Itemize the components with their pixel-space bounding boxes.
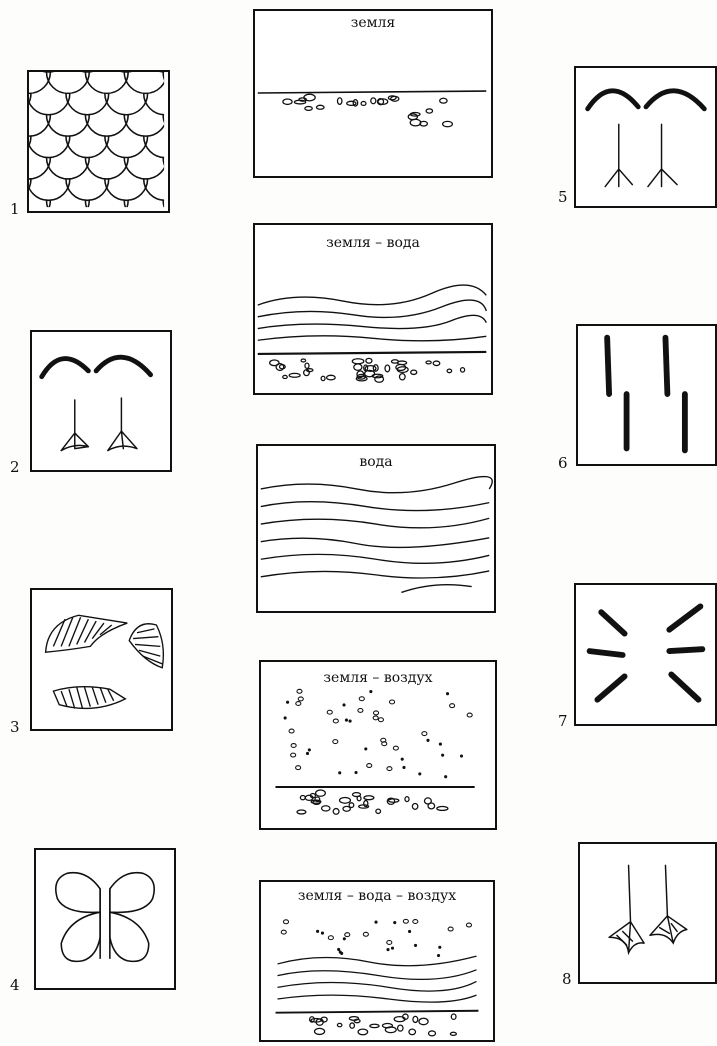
symbol-card-2 [30, 330, 172, 472]
water-waves-icon [258, 446, 494, 611]
feathers-icon [32, 590, 171, 729]
environment-card-earth: земля [253, 9, 493, 178]
card-number-3: 3 [10, 718, 20, 736]
symbol-card-3 [30, 588, 173, 731]
scales-pattern-icon [29, 72, 168, 211]
earth-water-icon [255, 225, 491, 393]
vertical-strokes-icon [578, 326, 715, 464]
symbol-card-4 [34, 848, 176, 990]
card-number-2: 2 [10, 458, 20, 476]
card-number-5: 5 [558, 188, 568, 206]
card-number-8: 8 [562, 970, 572, 988]
card-number-6: 6 [558, 454, 568, 472]
card-number-4: 4 [10, 976, 20, 994]
arches-webbed-feet-icon [32, 332, 170, 470]
radiating-strokes-icon [576, 585, 715, 724]
card-number-7: 7 [558, 712, 568, 730]
earth-water-air-icon [261, 882, 493, 1040]
environment-card-earth-air: земля – воздух [259, 660, 497, 830]
earth-air-icon [261, 662, 495, 828]
symbol-card-6 [576, 324, 717, 466]
symbol-card-8 [578, 842, 717, 984]
symbol-card-7 [574, 583, 717, 726]
symbol-card-1 [27, 70, 170, 213]
environment-card-earth-water: земля – вода [253, 223, 493, 395]
symbol-card-5 [574, 66, 717, 208]
environment-card-earth-water-air: земля – вода – воздух [259, 880, 495, 1042]
webbed-feet-icon [580, 844, 715, 982]
butterfly-wings-icon [36, 850, 174, 988]
environment-card-water: вода [256, 444, 496, 613]
arches-bird-feet-icon [576, 68, 715, 206]
card-number-1: 1 [10, 200, 20, 218]
earth-ground-icon [255, 11, 491, 176]
